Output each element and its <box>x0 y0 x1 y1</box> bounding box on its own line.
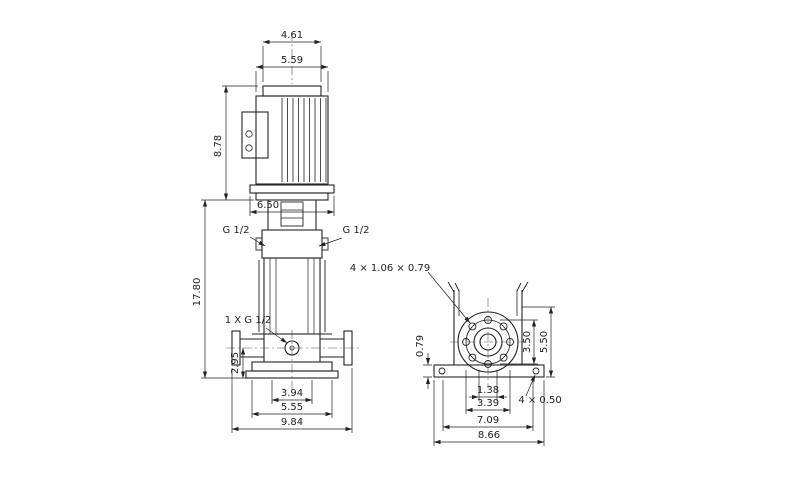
pipe-lines <box>240 338 344 358</box>
dim-hole-spacing-inner: 1.38 <box>477 385 499 396</box>
coupling-lines <box>281 209 303 219</box>
motor-top-cap <box>262 85 322 97</box>
baseplate-plan <box>433 364 545 378</box>
plan-labels: 4 × 1.06 × 0.79 0.79 3.50 5.50 1.38 3.39… <box>350 263 562 441</box>
dim-overall-width: 9.84 <box>281 417 303 428</box>
motor-flange <box>249 184 335 194</box>
dim-motor-height: 8.78 <box>213 135 224 157</box>
dim-top-inner: 4.61 <box>281 30 303 41</box>
label-port-right: G 1/2 <box>342 225 369 236</box>
leader-drain <box>265 327 288 344</box>
plan-centerlines <box>450 298 526 388</box>
staybolts <box>258 260 326 332</box>
dim-base-depth: 5.50 <box>539 331 550 353</box>
dim-hole-spacing-outer: 3.39 <box>477 398 499 409</box>
dim-port-height: 2.95 <box>230 352 241 374</box>
dim-head-width: 6.50 <box>257 200 279 211</box>
ext-lines-bottom <box>231 368 353 433</box>
motor-body <box>255 95 329 185</box>
coupling-guard <box>267 200 317 230</box>
plan-dimension-lines <box>423 271 555 446</box>
cable-gland-top <box>245 130 253 138</box>
sleeve-inner <box>458 290 518 316</box>
motor-stool-flange <box>255 192 329 201</box>
sleeve-break <box>447 281 529 293</box>
dim-base-length: 8.66 <box>478 430 500 441</box>
coupling <box>280 201 304 227</box>
leader-bolt-holes <box>427 271 471 324</box>
ext-plate-thickness <box>423 364 432 378</box>
plan-outline <box>433 281 545 378</box>
ext-lines-top <box>255 46 329 92</box>
leader-port-left <box>249 236 266 247</box>
dim-flange-spacing: 3.94 <box>281 388 303 399</box>
ext-lines-plan-bottom <box>433 370 545 446</box>
label-port-left: G 1/2 <box>222 225 249 236</box>
label-bolt-holes: 4 × 1.06 × 0.79 <box>350 263 430 274</box>
dim-bolt-circle: 3.50 <box>522 331 533 353</box>
dim-pump-height: 17.80 <box>192 278 203 307</box>
elevation-labels: 4.61 5.59 8.78 6.50 17.80 2.95 G 1/2 G 1… <box>192 30 370 428</box>
ext-bolt-circle <box>500 319 538 365</box>
dim-top-outer: 5.59 <box>281 55 303 66</box>
chamber-stack <box>263 257 321 335</box>
elevation-dimension-lines <box>201 39 353 433</box>
label-corner-holes: 4 × 0.50 <box>518 395 561 406</box>
sleeve-walls <box>453 290 523 365</box>
corner-hole-right <box>532 367 540 375</box>
label-drain: 1 X G 1/2 <box>225 315 272 326</box>
motor-fins <box>281 98 327 182</box>
dim-base-width: 5.55 <box>281 402 303 413</box>
leader-corner-holes <box>525 374 536 397</box>
cable-gland-bottom <box>245 144 253 152</box>
leader-port-right <box>318 237 343 247</box>
dim-plate-thickness: 0.79 <box>415 335 426 357</box>
terminal-box <box>241 111 269 159</box>
corner-hole-left <box>438 367 446 375</box>
dim-foot-length: 7.09 <box>477 415 499 426</box>
pump-head <box>261 229 323 259</box>
sleeve-lines <box>269 258 315 334</box>
